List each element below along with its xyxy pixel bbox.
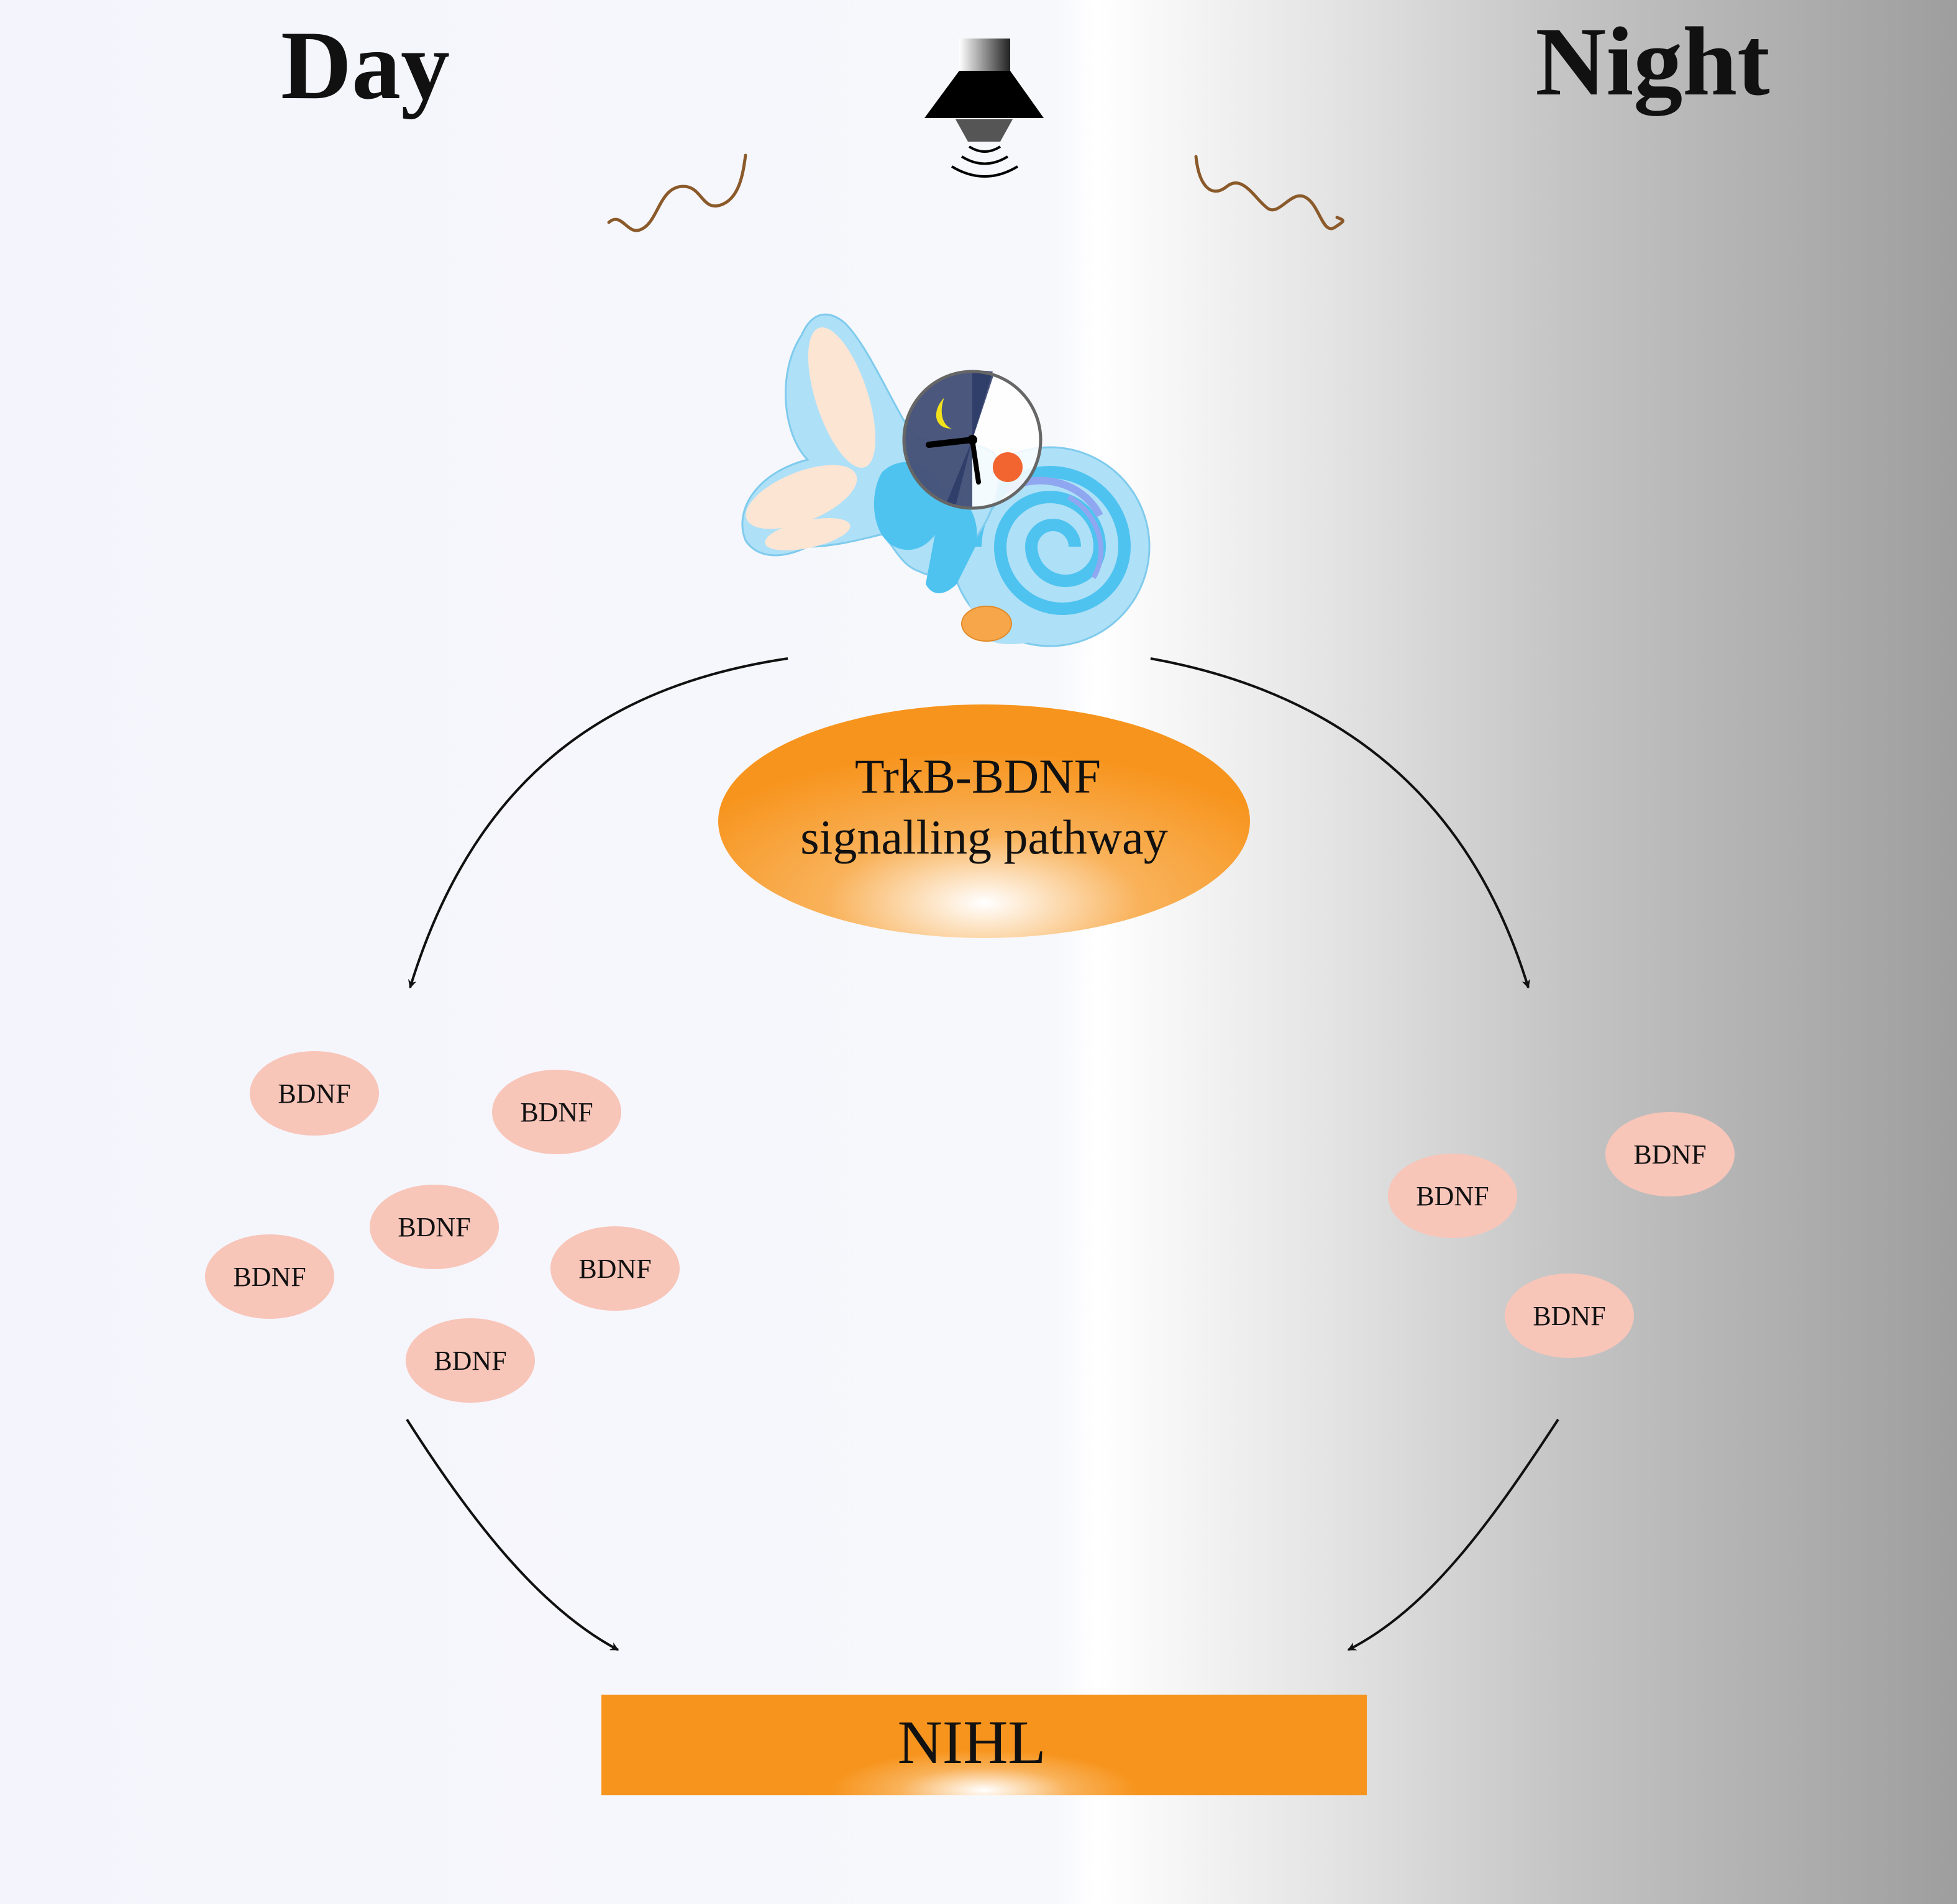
bdnf-day-group: BDNF BDNF BDNF BDNF BDNF BDNF: [205, 1051, 680, 1403]
arrow-day-to-nihl: [406, 1418, 619, 1651]
arrow-ear-to-day: [408, 657, 788, 989]
clock-icon: [902, 370, 1042, 510]
pathway-ellipse: TrkB-BDNF signalling pathway: [718, 704, 1250, 938]
bdnf-protein: BDNF: [205, 1234, 334, 1319]
bdnf-label: BDNF: [398, 1212, 470, 1242]
bdnf-label: BDNF: [233, 1262, 306, 1292]
day-label: Day: [281, 11, 450, 120]
bdnf-protein: BDNF: [1505, 1273, 1634, 1358]
night-label: Night: [1535, 7, 1770, 116]
arrow-ear-to-night: [1150, 657, 1531, 989]
bdnf-protein: BDNF: [550, 1226, 680, 1311]
bdnf-protein: BDNF: [492, 1070, 621, 1154]
nihl-label: NIHL: [898, 1708, 1046, 1777]
bdnf-label: BDNF: [1416, 1181, 1489, 1211]
bdnf-label: BDNF: [278, 1078, 350, 1109]
sound-wave-icon: [607, 153, 747, 232]
bdnf-label: BDNF: [434, 1346, 506, 1376]
sound-wave-icon-right: [1194, 155, 1344, 230]
bdnf-protein: BDNF: [406, 1318, 535, 1403]
bdnf-label: BDNF: [520, 1097, 593, 1127]
bdnf-label: BDNF: [578, 1254, 651, 1284]
bdnf-night-group: BDNF BDNF BDNF: [1388, 1112, 1735, 1358]
bdnf-protein: BDNF: [250, 1051, 379, 1136]
bdnf-protein: BDNF: [370, 1185, 499, 1269]
nihl-box: NIHL: [601, 1695, 1367, 1795]
bdnf-label: BDNF: [1533, 1301, 1605, 1331]
moon-icon: [936, 398, 952, 429]
inner-ear-icon: [741, 313, 1151, 647]
speaker-icon: [924, 39, 1044, 178]
bdnf-label: BDNF: [1633, 1139, 1706, 1170]
bdnf-protein: BDNF: [1605, 1112, 1735, 1196]
pathway-line-1: TrkB-BDNF: [855, 749, 1101, 803]
pathway-line-2: signalling pathway: [800, 810, 1167, 864]
arrow-night-to-nihl: [1347, 1418, 1559, 1651]
bdnf-protein: BDNF: [1388, 1154, 1517, 1238]
